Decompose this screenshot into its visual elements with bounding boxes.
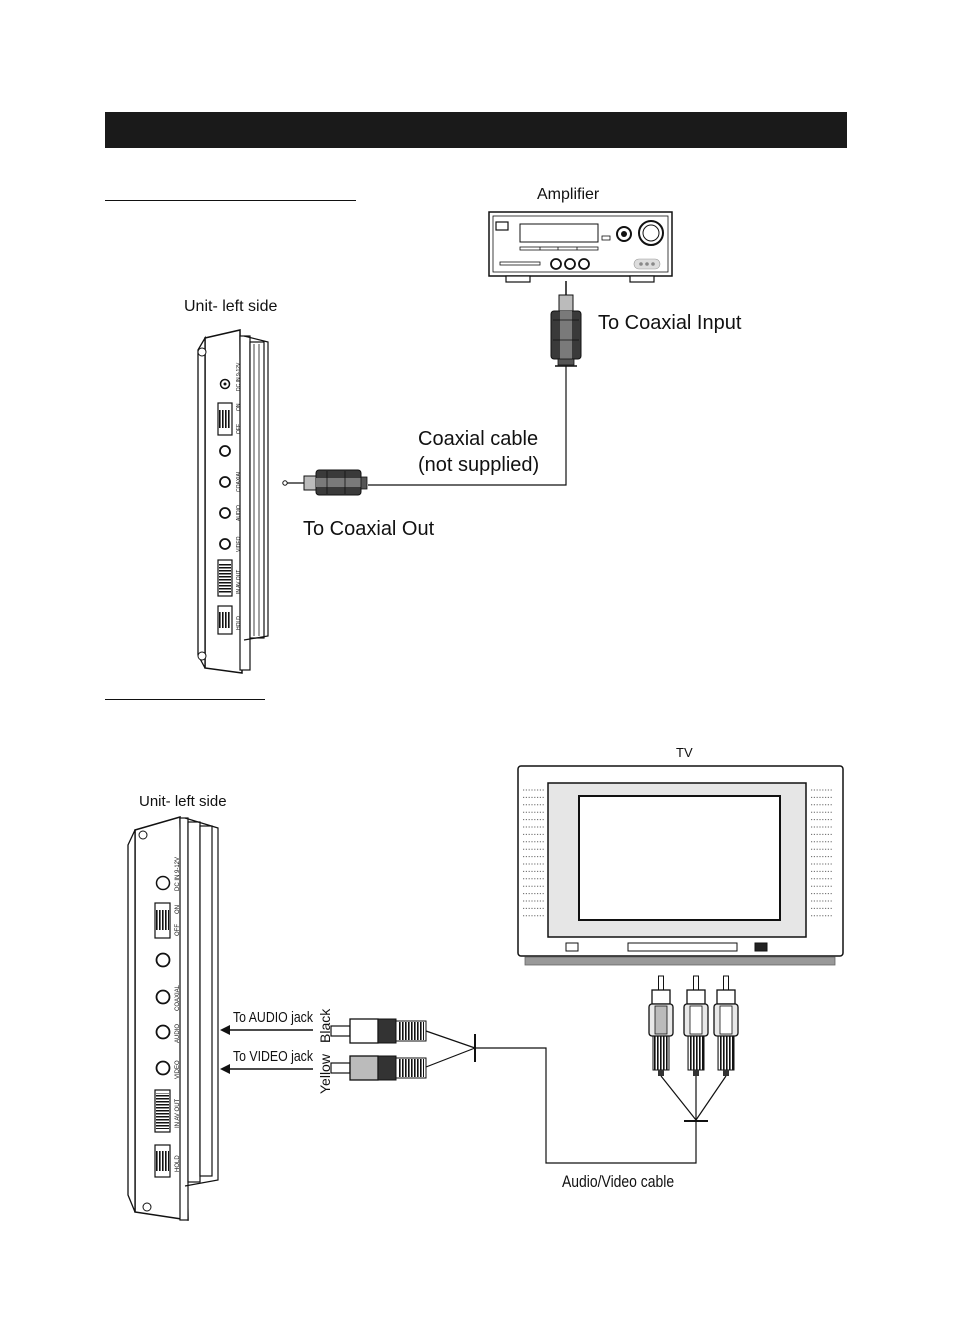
coaxial-out-label: To Coaxial Out	[303, 518, 435, 540]
unit-side-panel-bottom	[127, 816, 219, 1221]
panel-label-audio: AUDIO	[236, 505, 242, 521]
panel-label-coaxial-b: COAXIAL	[175, 984, 181, 1011]
panel-label-coaxial: COAXIAL	[236, 470, 242, 492]
panel-label-dc-in-b: DC IN 9-12V	[175, 856, 181, 891]
black-label: Black	[317, 1008, 333, 1043]
panel-label-off: OFF	[236, 424, 242, 434]
rca-plug-audio-black	[330, 1018, 427, 1044]
unit-left-side-label-bottom: Unit- left side	[139, 793, 227, 810]
arrow-to-video-jack	[220, 1064, 313, 1074]
panel-label-on: ON	[236, 403, 242, 412]
tv-rca-plug	[713, 975, 739, 1076]
section-title-rule-av	[105, 699, 265, 700]
tv-speaker-grille	[523, 789, 833, 917]
coaxial-plug-horizontal	[282, 469, 368, 496]
not-supplied-label: (not supplied)	[418, 454, 540, 476]
panel-label-dc-in: DC IN 9-12V	[236, 362, 242, 391]
audio-jack-label: To AUDIO jack	[233, 1009, 313, 1026]
amplifier-illustration	[488, 211, 673, 283]
panel-label-av-switch-b: IN AV OUT	[175, 1098, 181, 1128]
coaxial-input-label: To Coaxial Input	[598, 312, 742, 334]
panel-label-audio-b: AUDIO	[175, 1023, 181, 1043]
rca-plug-video-yellow	[330, 1055, 427, 1081]
coaxial-cable-label: Coaxial cable	[418, 428, 539, 450]
panel-label-hold: HOLD	[236, 616, 242, 630]
tv-label: TV	[676, 745, 693, 760]
arrow-to-audio-jack	[220, 1025, 313, 1035]
amplifier-label: Amplifier	[537, 186, 600, 203]
tv-rca-plug	[683, 975, 709, 1076]
unit-side-panel-top	[197, 329, 269, 674]
panel-label-off-b: OFF	[175, 924, 181, 936]
coaxial-plug-vertical	[550, 281, 582, 367]
section-title-rule-coaxial	[105, 200, 356, 201]
video-jack-label: To VIDEO jack	[233, 1048, 313, 1065]
unit-left-side-label-top: Unit- left side	[184, 298, 278, 315]
panel-label-video: VIDEO	[236, 536, 242, 552]
tv-illustration	[517, 765, 844, 966]
tv-rca-plug	[648, 975, 674, 1076]
panel-label-on-b: ON	[175, 905, 181, 914]
yellow-label: Yellow	[317, 1054, 333, 1094]
panel-label-hold-b: HOLD	[175, 1155, 181, 1172]
section-header-bar	[105, 112, 847, 148]
tv-rca-plugs	[648, 975, 739, 1076]
panel-label-av-switch: IN AV OUT	[236, 569, 242, 594]
panel-label-video-b: VIDEO	[175, 1060, 181, 1079]
av-cable-label: Audio/Video cable	[562, 1172, 675, 1191]
